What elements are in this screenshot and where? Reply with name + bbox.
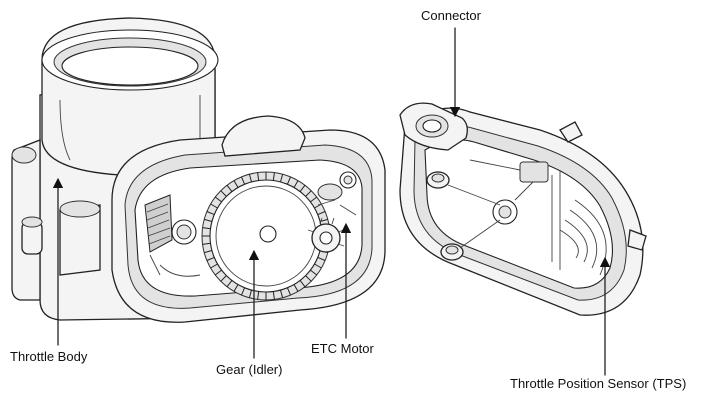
gear-tooth bbox=[257, 172, 260, 181]
gear-tooth bbox=[293, 284, 299, 292]
gear-tooth bbox=[204, 218, 213, 222]
sector-gear bbox=[144, 194, 201, 277]
gear-tooth bbox=[310, 269, 318, 276]
gear-tooth bbox=[272, 291, 275, 300]
gear-tooth bbox=[314, 263, 322, 269]
gear-tooth bbox=[210, 263, 218, 269]
gear-tooth bbox=[257, 291, 260, 300]
gear-tooth bbox=[317, 211, 326, 216]
gear-tooth bbox=[233, 180, 239, 188]
gear-tooth bbox=[299, 280, 306, 288]
gear-tooth bbox=[226, 184, 233, 192]
gear-idler-label: Gear (Idler) bbox=[216, 362, 283, 377]
tps-label: Throttle Position Sensor (TPS) bbox=[510, 376, 687, 391]
gear-tooth bbox=[272, 172, 275, 181]
throttle-body-drawing bbox=[11, 17, 386, 323]
gear-tooth bbox=[220, 190, 227, 197]
gear-tooth bbox=[305, 190, 312, 197]
gear-tooth bbox=[286, 176, 291, 185]
gear-tooth bbox=[299, 184, 306, 192]
gear-tooth bbox=[210, 203, 218, 209]
gear-tooth bbox=[206, 256, 215, 261]
gear-tooth bbox=[220, 275, 227, 282]
gear-tooth bbox=[214, 196, 222, 203]
gear-tooth bbox=[248, 174, 252, 183]
etc-motor-label: ETC Motor bbox=[311, 341, 374, 356]
gear-tooth bbox=[202, 227, 211, 230]
connector-label: Connector bbox=[421, 8, 481, 23]
gear-tooth bbox=[317, 256, 326, 261]
leader-lines bbox=[52, 27, 611, 376]
gear-tooth bbox=[310, 196, 318, 203]
gear-tooth bbox=[214, 269, 222, 276]
gear-tooth bbox=[233, 284, 239, 292]
gear-tooth bbox=[241, 287, 246, 296]
gear-tooth bbox=[305, 275, 312, 282]
gear-tooth bbox=[241, 176, 246, 185]
gear-tooth bbox=[226, 280, 233, 288]
gear-tooth bbox=[204, 250, 213, 254]
gear-tooth bbox=[286, 287, 291, 296]
gear-tooth bbox=[280, 174, 284, 183]
gear-tooth bbox=[206, 211, 215, 216]
gear-tooth bbox=[202, 242, 211, 245]
idler-gear bbox=[201, 171, 331, 301]
gear-tooth bbox=[248, 289, 252, 298]
gear-tooth bbox=[293, 180, 299, 188]
etc-motor-pinion bbox=[307, 171, 357, 253]
gear-tooth bbox=[280, 289, 284, 298]
throttle-body-label: Throttle Body bbox=[10, 349, 88, 364]
sensor-cover-drawing bbox=[399, 102, 647, 316]
